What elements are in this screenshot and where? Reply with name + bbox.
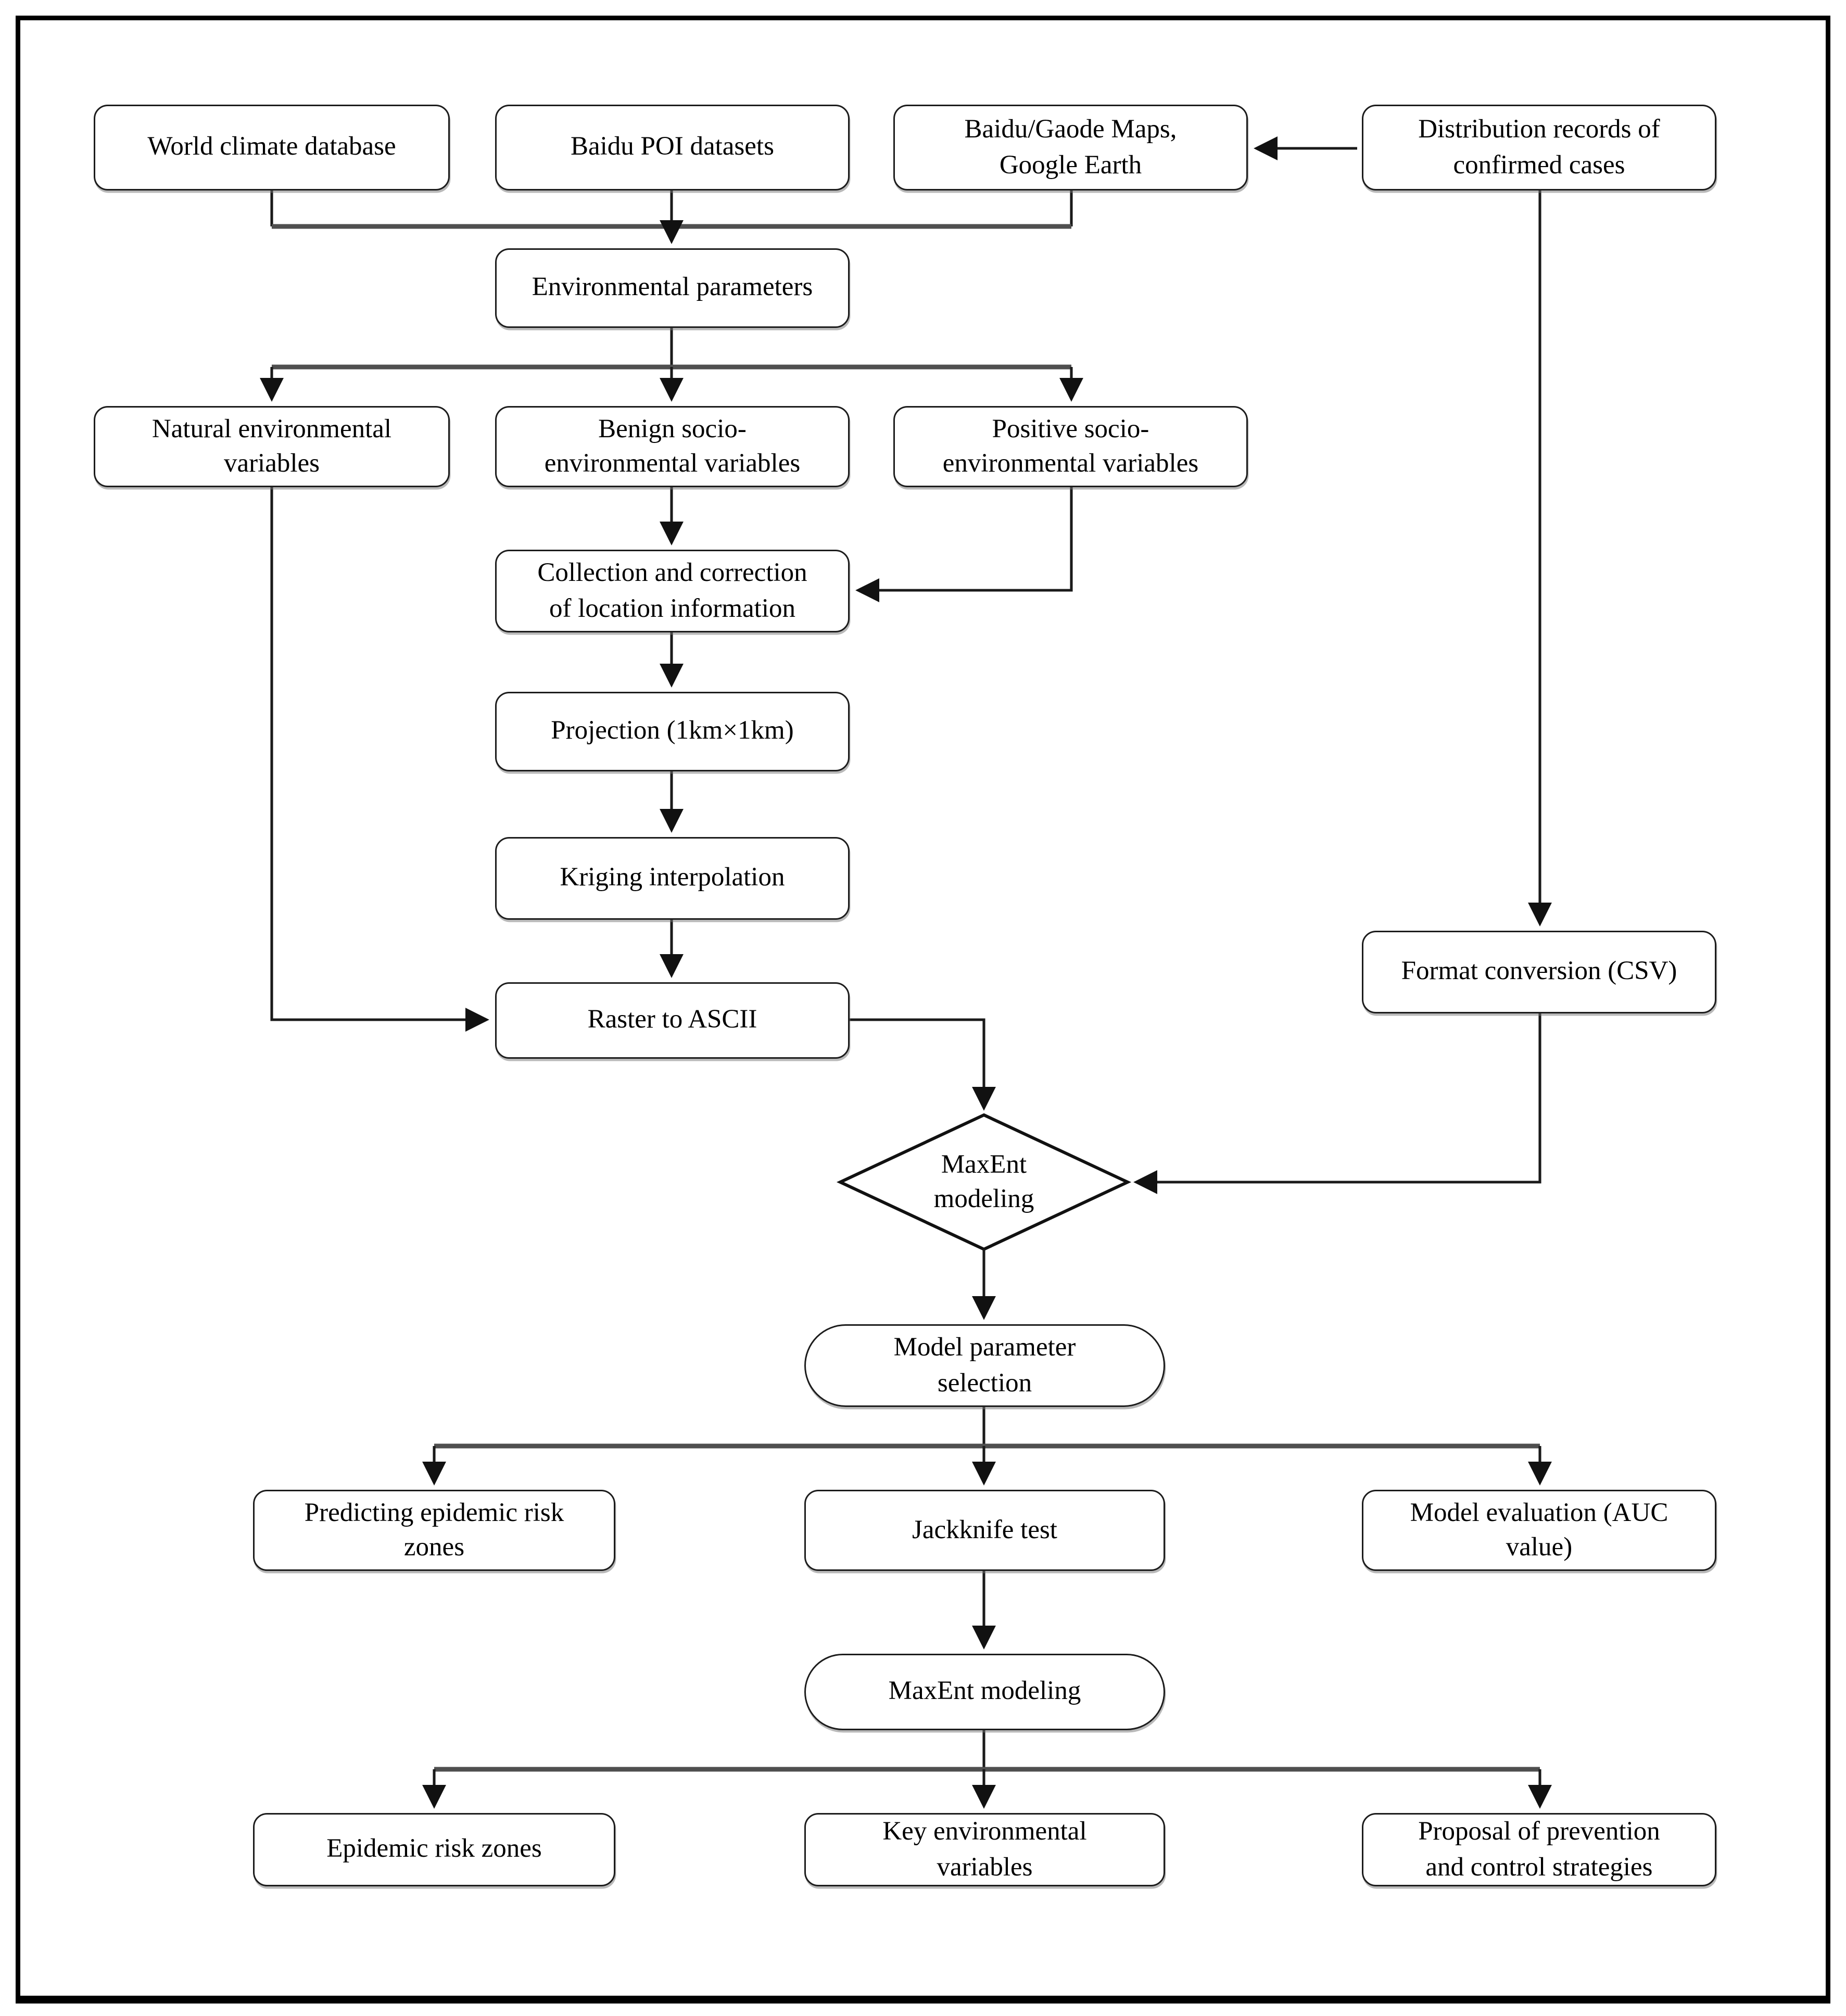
- node-maxent-modeling: MaxEnt modeling: [804, 1654, 1165, 1730]
- node-key-environmental-variables: Key environmental variables: [804, 1813, 1165, 1886]
- node-benign-socio-environmental-variables: Benign socio- environmental variables: [495, 406, 850, 487]
- node-raster-to-ascii: Raster to ASCII: [495, 982, 850, 1059]
- edge-raster-to-maxent-decision: [850, 1018, 996, 1111]
- node-maxent-modeling-decision: MaxEnt modeling: [933, 1149, 1034, 1213]
- node-baidu-gaode-maps-google-earth: Baidu/Gaode Maps, Google Earth: [893, 105, 1248, 191]
- node-environmental-parameters: Environmental parameters: [495, 248, 850, 328]
- node-projection-1km: Projection (1km×1km): [495, 692, 850, 771]
- node-collection-correction-location: Collection and correction of location in…: [495, 550, 850, 632]
- node-positive-socio-environmental-variables: Positive socio- environmental variables: [893, 406, 1248, 487]
- edge-natural-to-raster: [270, 487, 489, 1032]
- node-natural-environmental-variables: Natural environmental variables: [94, 406, 450, 487]
- node-epidemic-risk-zones: Epidemic risk zones: [253, 1813, 615, 1886]
- node-model-parameter-selection: Model parameter selection: [804, 1324, 1165, 1407]
- node-world-climate-database: World climate database: [94, 105, 450, 191]
- node-format-conversion-csv: Format conversion (CSV): [1362, 931, 1716, 1013]
- node-baidu-poi-datasets: Baidu POI datasets: [495, 105, 850, 191]
- edge-positive-to-collection: [855, 487, 1073, 602]
- node-distribution-records: Distribution records of confirmed cases: [1362, 105, 1716, 191]
- node-jackknife-test: Jackknife test: [804, 1490, 1165, 1571]
- node-predicting-epidemic-risk-zones: Predicting epidemic risk zones: [253, 1490, 615, 1571]
- node-model-evaluation-auc: Model evaluation (AUC value): [1362, 1490, 1716, 1571]
- node-kriging-interpolation: Kriging interpolation: [495, 837, 850, 920]
- node-proposal-prevention-control: Proposal of prevention and control strat…: [1362, 1813, 1716, 1886]
- edge-format-conversion-to-maxent-decision: [1133, 1013, 1541, 1194]
